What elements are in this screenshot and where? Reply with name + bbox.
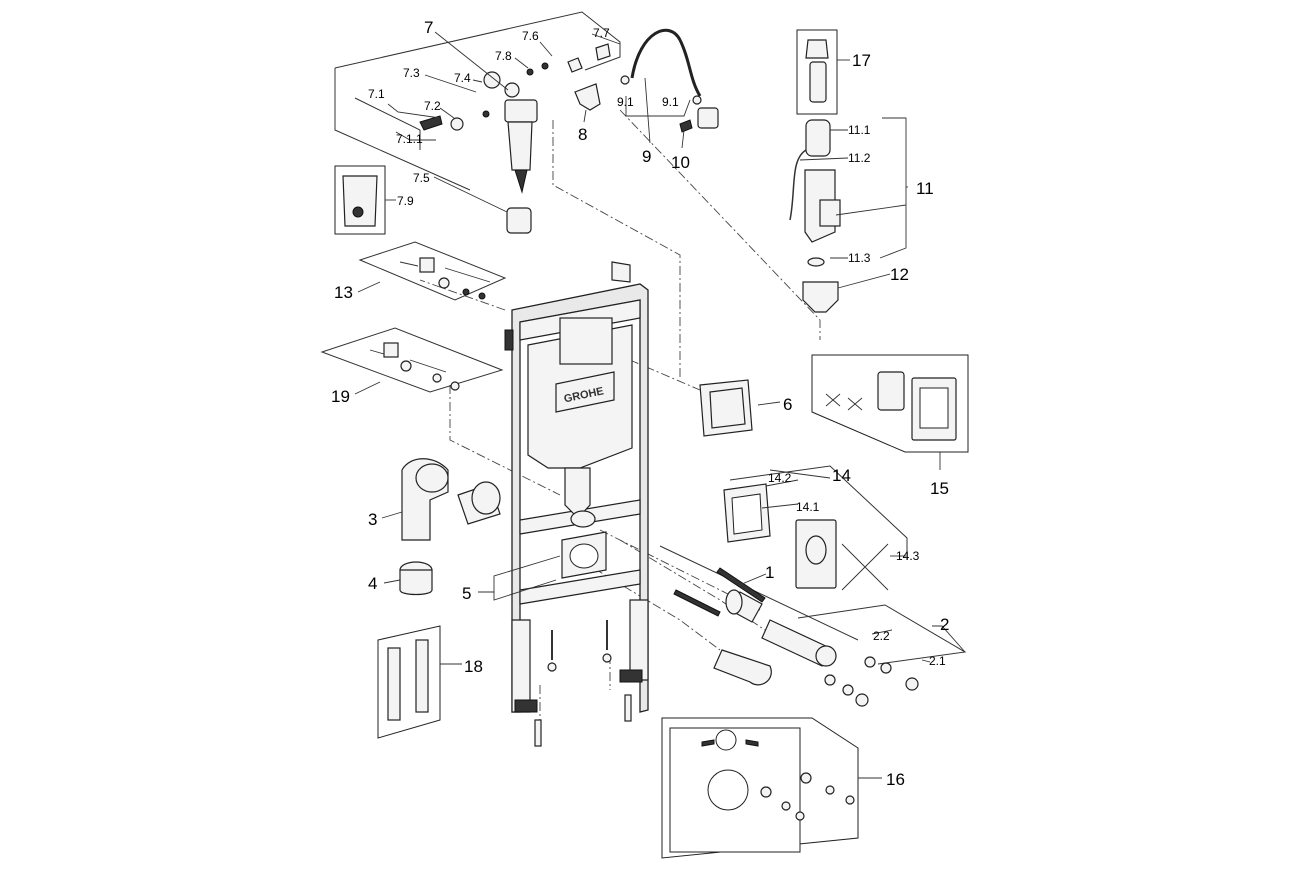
exploded-plates <box>320 11 967 665</box>
leader-lines <box>354 31 966 779</box>
cistern: GROHE <box>527 317 633 528</box>
callout-8: 8 <box>578 125 587 144</box>
callout-10: 10 <box>671 153 690 172</box>
callout-17: 17 <box>852 51 871 70</box>
callout-7-2: 7.2 <box>424 99 441 113</box>
callout-11-3: 11.3 <box>848 251 871 265</box>
callout-7-7: 7.7 <box>593 26 610 40</box>
callout-16: 16 <box>886 770 905 789</box>
part-13-fixings <box>399 257 491 300</box>
part-8-bracket <box>574 83 601 111</box>
part-3-bend <box>401 458 501 541</box>
part-6-actuator-frame <box>699 379 753 437</box>
callout-12: 12 <box>890 265 909 284</box>
callout-19: 19 <box>331 387 350 406</box>
callout-labels: 1 2 2.1 2.2 3 4 5 6 7 7.1 7.1.1 7.2 7.3 … <box>331 18 949 789</box>
callout-9-1-left: 9.1 <box>617 95 634 109</box>
part-19-fixings <box>369 342 460 391</box>
callout-6: 6 <box>783 395 792 414</box>
callout-7: 7 <box>424 18 433 37</box>
callout-3: 3 <box>368 510 377 529</box>
part-7-9-bag <box>334 165 386 235</box>
callout-2-2: 2.2 <box>873 629 890 643</box>
callout-14-1: 14.1 <box>796 500 820 514</box>
part-18-brackets <box>377 625 441 739</box>
callout-11-2: 11.2 <box>848 151 871 165</box>
callout-7-3: 7.3 <box>403 66 420 80</box>
part-7-fill-valve <box>419 43 611 234</box>
callout-18: 18 <box>464 657 483 676</box>
callout-11: 11 <box>916 179 934 198</box>
part-16-insulation <box>661 717 859 859</box>
callout-7-1: 7.1 <box>368 87 385 101</box>
part-15-kit <box>811 354 969 453</box>
callout-14-3: 14.3 <box>896 549 920 563</box>
part-14-plate <box>723 483 889 591</box>
callout-7-9: 7.9 <box>397 194 414 208</box>
callout-7-5: 7.5 <box>413 171 430 185</box>
callout-13: 13 <box>334 283 353 302</box>
part-4-cap <box>399 561 433 596</box>
frame-bolts <box>534 620 632 747</box>
callout-7-6: 7.6 <box>522 29 539 43</box>
callout-11-1: 11.1 <box>848 123 871 137</box>
part-10-valve <box>679 107 719 133</box>
part-9-hose <box>620 28 702 105</box>
callout-2-1: 2.1 <box>929 654 946 668</box>
callout-15: 15 <box>930 479 949 498</box>
callout-7-8: 7.8 <box>495 49 512 63</box>
part-12-outlet <box>802 281 839 313</box>
part-2-connectors <box>713 589 919 707</box>
installation-frame <box>504 261 649 713</box>
callout-14: 14 <box>832 466 851 485</box>
callout-7-1-1: 7.1.1 <box>396 132 423 146</box>
callout-1: 1 <box>765 563 774 582</box>
callout-4: 4 <box>368 574 377 593</box>
callout-9-1-right: 9.1 <box>662 95 679 109</box>
callout-7-4: 7.4 <box>454 71 471 85</box>
part-11-flush-valve <box>789 119 841 267</box>
part-1-rods <box>673 567 766 617</box>
callout-14-2: 14.2 <box>768 471 792 485</box>
callout-2: 2 <box>940 615 949 634</box>
callout-5: 5 <box>462 584 471 603</box>
part-17-cap <box>796 29 838 115</box>
callout-9: 9 <box>642 147 651 166</box>
part-5-mount <box>561 531 607 579</box>
